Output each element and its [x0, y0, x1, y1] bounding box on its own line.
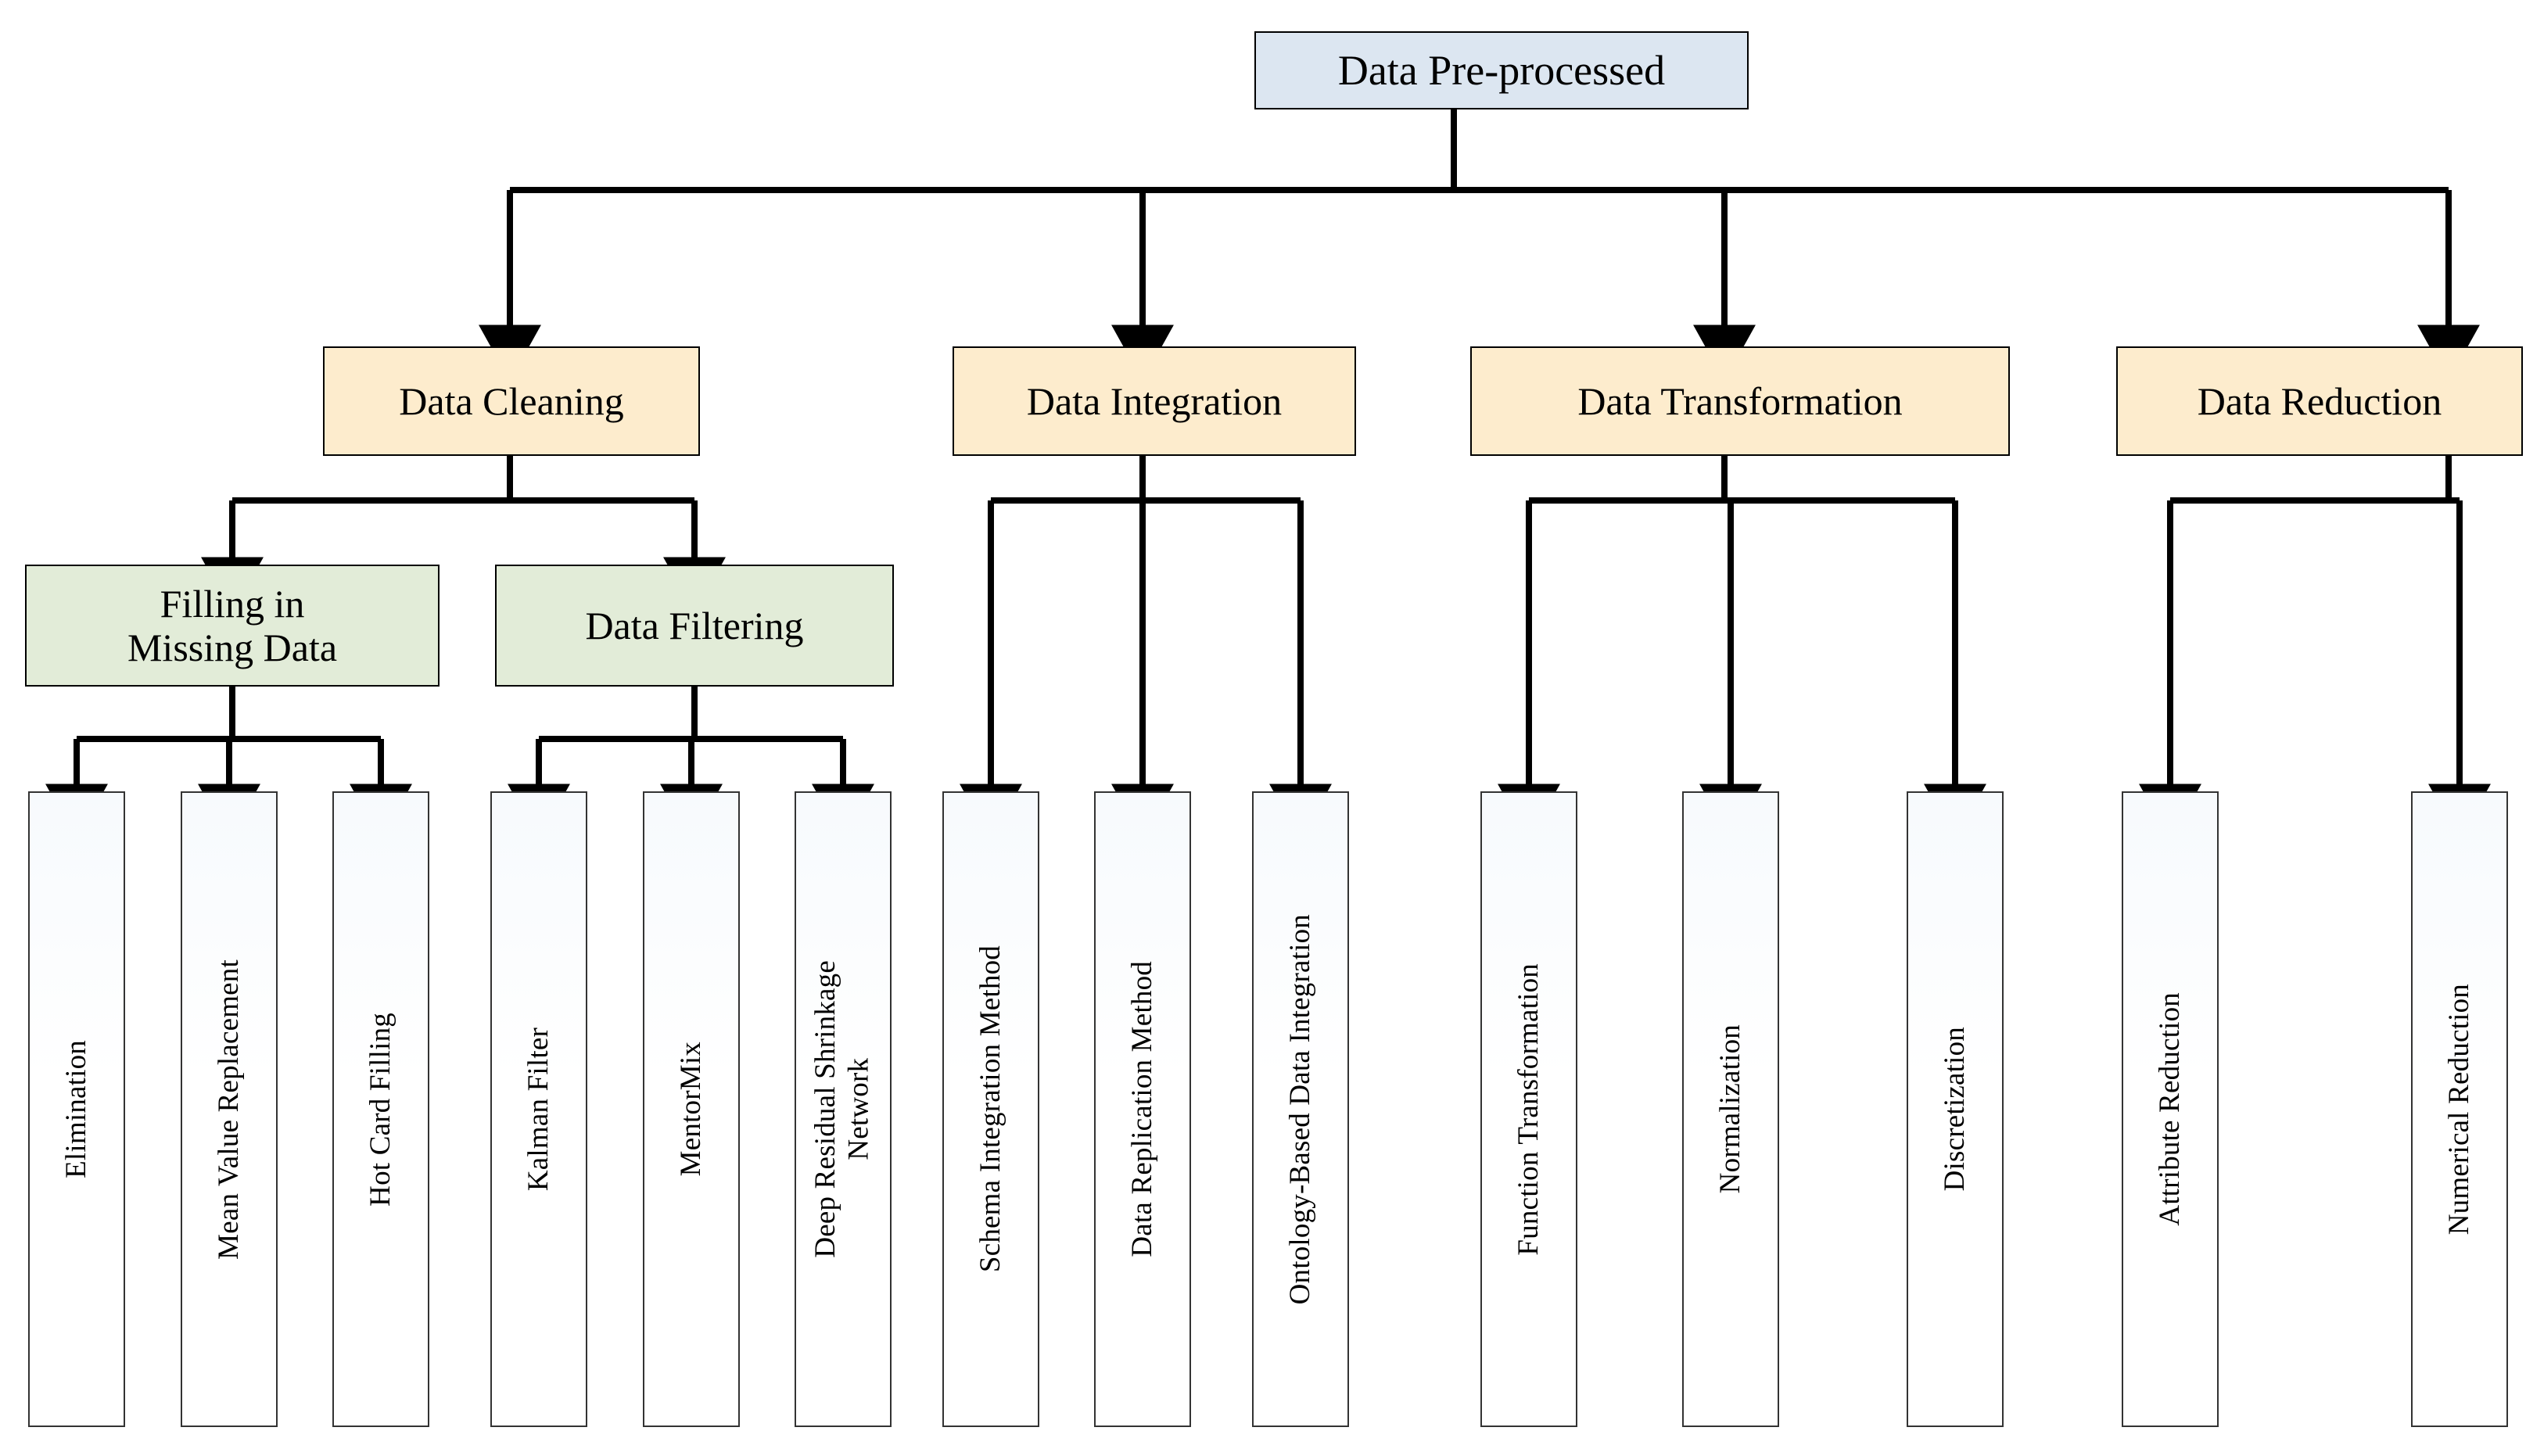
node-label: Attribute Reduction [2153, 992, 2186, 1226]
node-leaf-elimination[interactable]: Elimination [28, 791, 125, 1427]
node-label: Mean Value Replacement [212, 959, 245, 1260]
node-label: Hot Card Filling [364, 1012, 396, 1207]
node-subcategory-data-filtering[interactable]: Data Filtering [495, 565, 894, 687]
node-leaf-mentormix[interactable]: MentorMix [643, 791, 740, 1427]
node-leaf-schema-integration-method[interactable]: Schema Integration Method [942, 791, 1039, 1427]
node-leaf-hot-card-filling[interactable]: Hot Card Filling [332, 791, 429, 1427]
node-category-data-reduction[interactable]: Data Reduction [2116, 346, 2523, 456]
node-label: Deep Residual Shrinkage Network [809, 960, 875, 1258]
node-leaf-ontology-based-data-integration[interactable]: Ontology-Based Data Integration [1252, 791, 1349, 1427]
node-category-data-transformation[interactable]: Data Transformation [1470, 346, 2010, 456]
node-label: Data Pre-processed [1337, 46, 1666, 94]
node-subcategory-filling-in-missing-data[interactable]: Filling in Missing Data [25, 565, 440, 687]
node-category-data-cleaning[interactable]: Data Cleaning [323, 346, 700, 456]
node-label: Numerical Reduction [2442, 983, 2475, 1235]
node-label: Elimination [59, 1040, 92, 1178]
node-leaf-deep-residual-shrinkage-network[interactable]: Deep Residual Shrinkage Network [795, 791, 892, 1427]
node-leaf-kalman-filter[interactable]: Kalman Filter [490, 791, 587, 1427]
node-label: Data Reduction [2197, 379, 2442, 423]
node-label: Data Filtering [585, 604, 804, 647]
node-label: Kalman Filter [522, 1027, 554, 1192]
node-category-data-integration[interactable]: Data Integration [953, 346, 1356, 456]
node-label: Function Transformation [1512, 963, 1545, 1256]
node-label: Ontology-Based Data Integration [1283, 913, 1316, 1305]
node-leaf-function-transformation[interactable]: Function Transformation [1480, 791, 1577, 1427]
node-leaf-normalization[interactable]: Normalization [1682, 791, 1779, 1427]
node-leaf-attribute-reduction[interactable]: Attribute Reduction [2122, 791, 2219, 1427]
node-label: Discretization [1938, 1027, 1971, 1192]
node-label: Data Replication Method [1125, 961, 1158, 1257]
node-leaf-mean-value-replacement[interactable]: Mean Value Replacement [181, 791, 278, 1427]
node-label: Data Integration [1026, 379, 1283, 423]
node-label: Filling in Missing Data [127, 582, 338, 669]
node-root-data-pre-processed[interactable]: Data Pre-processed [1254, 31, 1749, 109]
node-label: MentorMix [674, 1042, 707, 1177]
node-label: Data Cleaning [399, 379, 624, 423]
node-leaf-discretization[interactable]: Discretization [1907, 791, 2004, 1427]
node-leaf-numerical-reduction[interactable]: Numerical Reduction [2411, 791, 2508, 1427]
node-label: Schema Integration Method [974, 945, 1006, 1273]
node-leaf-data-replication-method[interactable]: Data Replication Method [1094, 791, 1191, 1427]
node-label: Data Transformation [1577, 379, 1903, 423]
node-label: Normalization [1713, 1024, 1746, 1194]
